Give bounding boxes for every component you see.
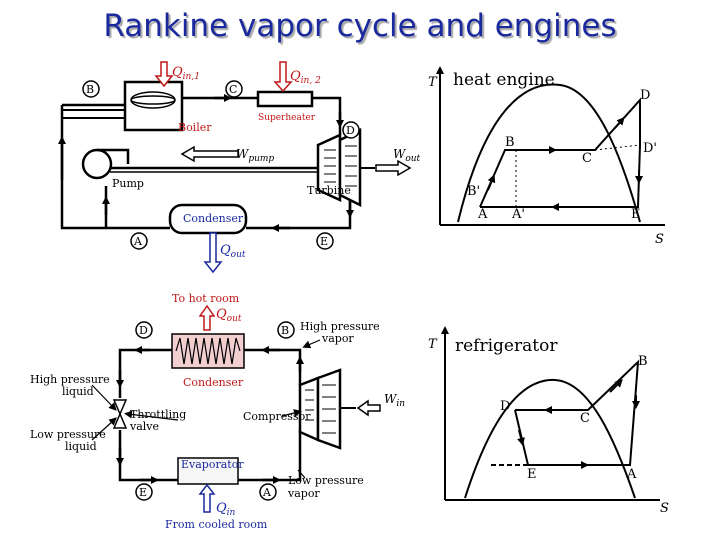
state-e-marker [316, 232, 334, 250]
q-in2-arrow [273, 61, 293, 93]
fridge-saturation-dome [464, 378, 636, 499]
q-in1-label: Qin,1 [172, 65, 200, 82]
state-c-marker [225, 80, 243, 98]
fridge-state-d-marker [135, 321, 153, 339]
ts-label-e: E [631, 207, 641, 222]
fridge-ts-label-c: C [580, 411, 590, 426]
ts-label-a: A [477, 207, 488, 222]
ts-label-d: D [640, 88, 650, 103]
pump [81, 148, 113, 180]
low-pressure-liquid-label-1: Low pressure [30, 428, 106, 441]
w-in-arrow [356, 399, 381, 417]
slide-title: Rankine vapor cycle and engines [103, 8, 617, 44]
state-b-marker [82, 80, 100, 98]
refrigerator-caption: refrigerator [455, 336, 558, 356]
high-pressure-liquid-label-2: liquid [62, 385, 94, 398]
w-pump-label: Wpump [236, 147, 274, 164]
q-out-label: Qout [220, 243, 246, 260]
refrigerator-labels: To hot room Qout D B E A High pressure v… [30, 292, 405, 531]
fridge-loop [118, 348, 302, 482]
cycle-path [479, 97, 641, 208]
boiler-label: Boiler [178, 121, 212, 134]
fridge-label-b: B [281, 324, 289, 337]
turbine [316, 133, 342, 202]
turbine-label: Turbine [307, 184, 351, 197]
fridge-ts-label-a: A [626, 467, 637, 482]
pump-label: Pump [112, 177, 144, 190]
w-out-label: Wout [393, 147, 421, 164]
q-in1-arrow [154, 61, 174, 88]
w-pump-arrow [180, 145, 239, 163]
high-pressure-liquid-label-1: High pressure [30, 373, 110, 386]
fridge-label-a: A [262, 486, 272, 499]
heat-engine-labels: B C D A E Qin,1 Qin, 2 Boiler Superheate… [86, 65, 421, 260]
to-hot-room-label: To hot room [172, 292, 240, 305]
q-out-fridge-arrow [198, 304, 216, 331]
fridge-ts-label-d: D [500, 399, 510, 414]
ts-axis-t: T [428, 75, 438, 90]
condenser-label: Condenser [183, 212, 244, 225]
compressor-label: Compressor [243, 410, 311, 423]
evaporator-label: Evaporator [181, 458, 244, 471]
ts-label-b-prime: B' [467, 184, 480, 199]
throttling-label-2: valve [129, 420, 159, 433]
from-cooled-room-label: From cooled room [165, 518, 268, 531]
fridge-cycle-path [514, 359, 640, 466]
superheater-label: Superheater [258, 113, 316, 123]
fridge-state-e-marker [135, 483, 153, 501]
fridge-state-b-marker [277, 321, 295, 339]
label-e: E [320, 235, 328, 248]
q-in-fridge-arrow [198, 483, 216, 513]
condenser [168, 203, 248, 235]
fridge-state-a-marker [259, 483, 277, 501]
q-in-fridge-label: Qin [216, 501, 236, 518]
ts-label-d-prime: D' [643, 141, 657, 156]
ts-label-b: B [505, 135, 515, 150]
refrigerator-schematic [91, 304, 381, 513]
ts-label-a-prime: A' [511, 207, 525, 222]
boiler [123, 80, 184, 132]
low-pressure-vapor-label-2: vapor [287, 487, 320, 500]
w-out-arrow [375, 159, 412, 177]
q-in2-label: Qin, 2 [290, 69, 321, 86]
heat-engine-ts-labels: T S A A' B B' C D D' E [428, 75, 664, 247]
label-b: B [86, 83, 94, 96]
fridge-ts-axis-s: S [660, 501, 669, 516]
compressor [298, 376, 320, 442]
fridge-ts-label-e: E [527, 467, 537, 482]
low-pressure-vapor-label-1: Low pressure [288, 474, 364, 487]
ts-label-c: C [582, 151, 592, 166]
saturation-dome [457, 83, 641, 223]
label-c: C [229, 83, 237, 96]
fridge-label-e: E [139, 486, 147, 499]
throttling-label-1: Throttling [130, 408, 186, 421]
throttling-valve [112, 399, 128, 416]
high-pressure-vapor-label-2: vapor [321, 332, 354, 345]
heat-engine-caption: heat engine [453, 70, 555, 90]
state-a-marker [130, 232, 148, 250]
heat-engine-ts-diagram [436, 66, 665, 226]
high-pressure-vapor-label-1: High pressure [300, 320, 380, 333]
superheater [256, 90, 314, 108]
fridge-ts-axis-t: T [428, 337, 438, 352]
fridge-ts-label-b: B [638, 354, 648, 369]
fridge-label-d: D [139, 324, 148, 337]
fridge-condenser-label: Condenser [183, 376, 244, 389]
low-pressure-liquid-label-2: liquid [65, 440, 97, 453]
refrigerator-ts-diagram [441, 326, 660, 501]
heat-engine-schematic [58, 61, 412, 274]
q-out-arrow [203, 232, 223, 274]
state-d-marker [342, 121, 360, 139]
q-out-fridge-label: Qout [216, 307, 242, 324]
w-in-label: Win [384, 392, 405, 409]
label-d: D [346, 124, 355, 137]
evaporator-box [177, 457, 239, 485]
ts-axis-s: S [655, 232, 664, 247]
label-a: A [133, 235, 143, 248]
refrigerator-ts-labels: T S A B C D E [428, 337, 669, 516]
